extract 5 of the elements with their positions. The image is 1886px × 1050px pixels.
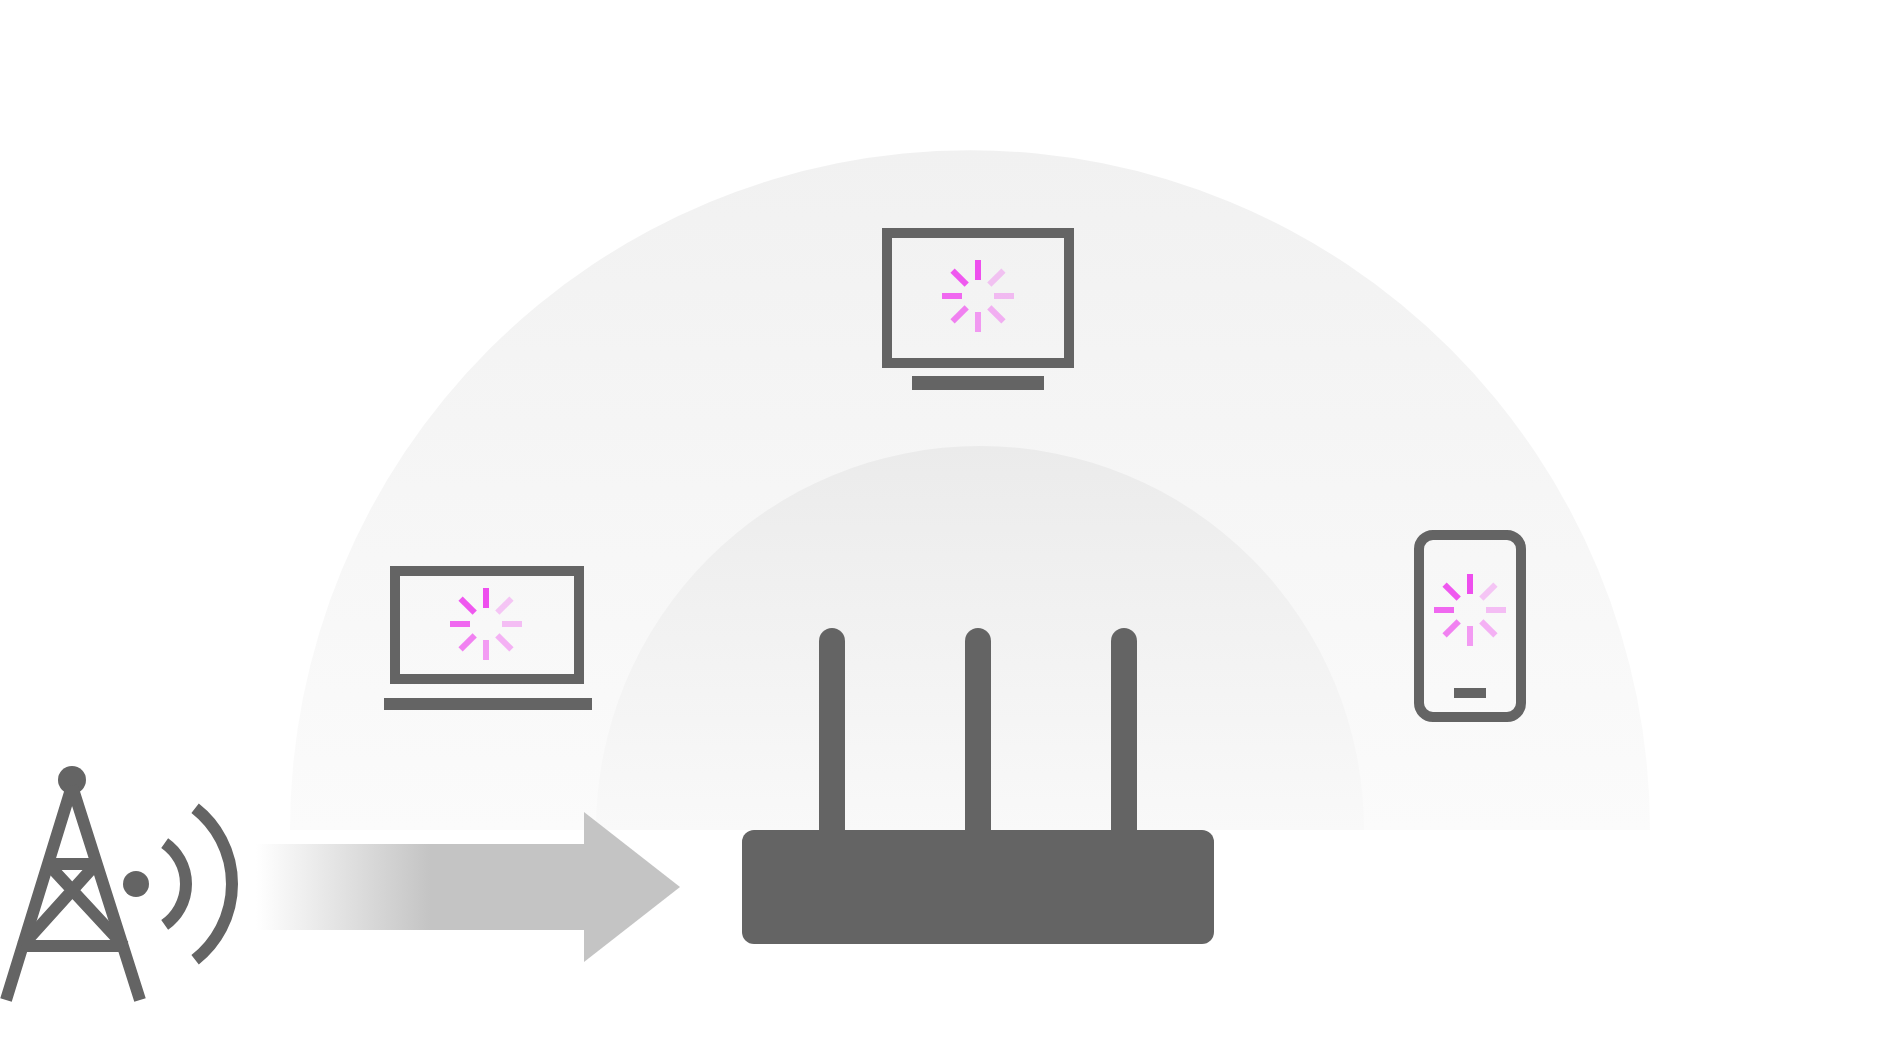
monitor-icon: [882, 228, 1074, 390]
radio-tower-icon: [0, 766, 242, 1000]
laptop-icon: [384, 566, 592, 710]
router-icon: [742, 628, 1214, 944]
smartphone-icon: [1414, 530, 1526, 722]
